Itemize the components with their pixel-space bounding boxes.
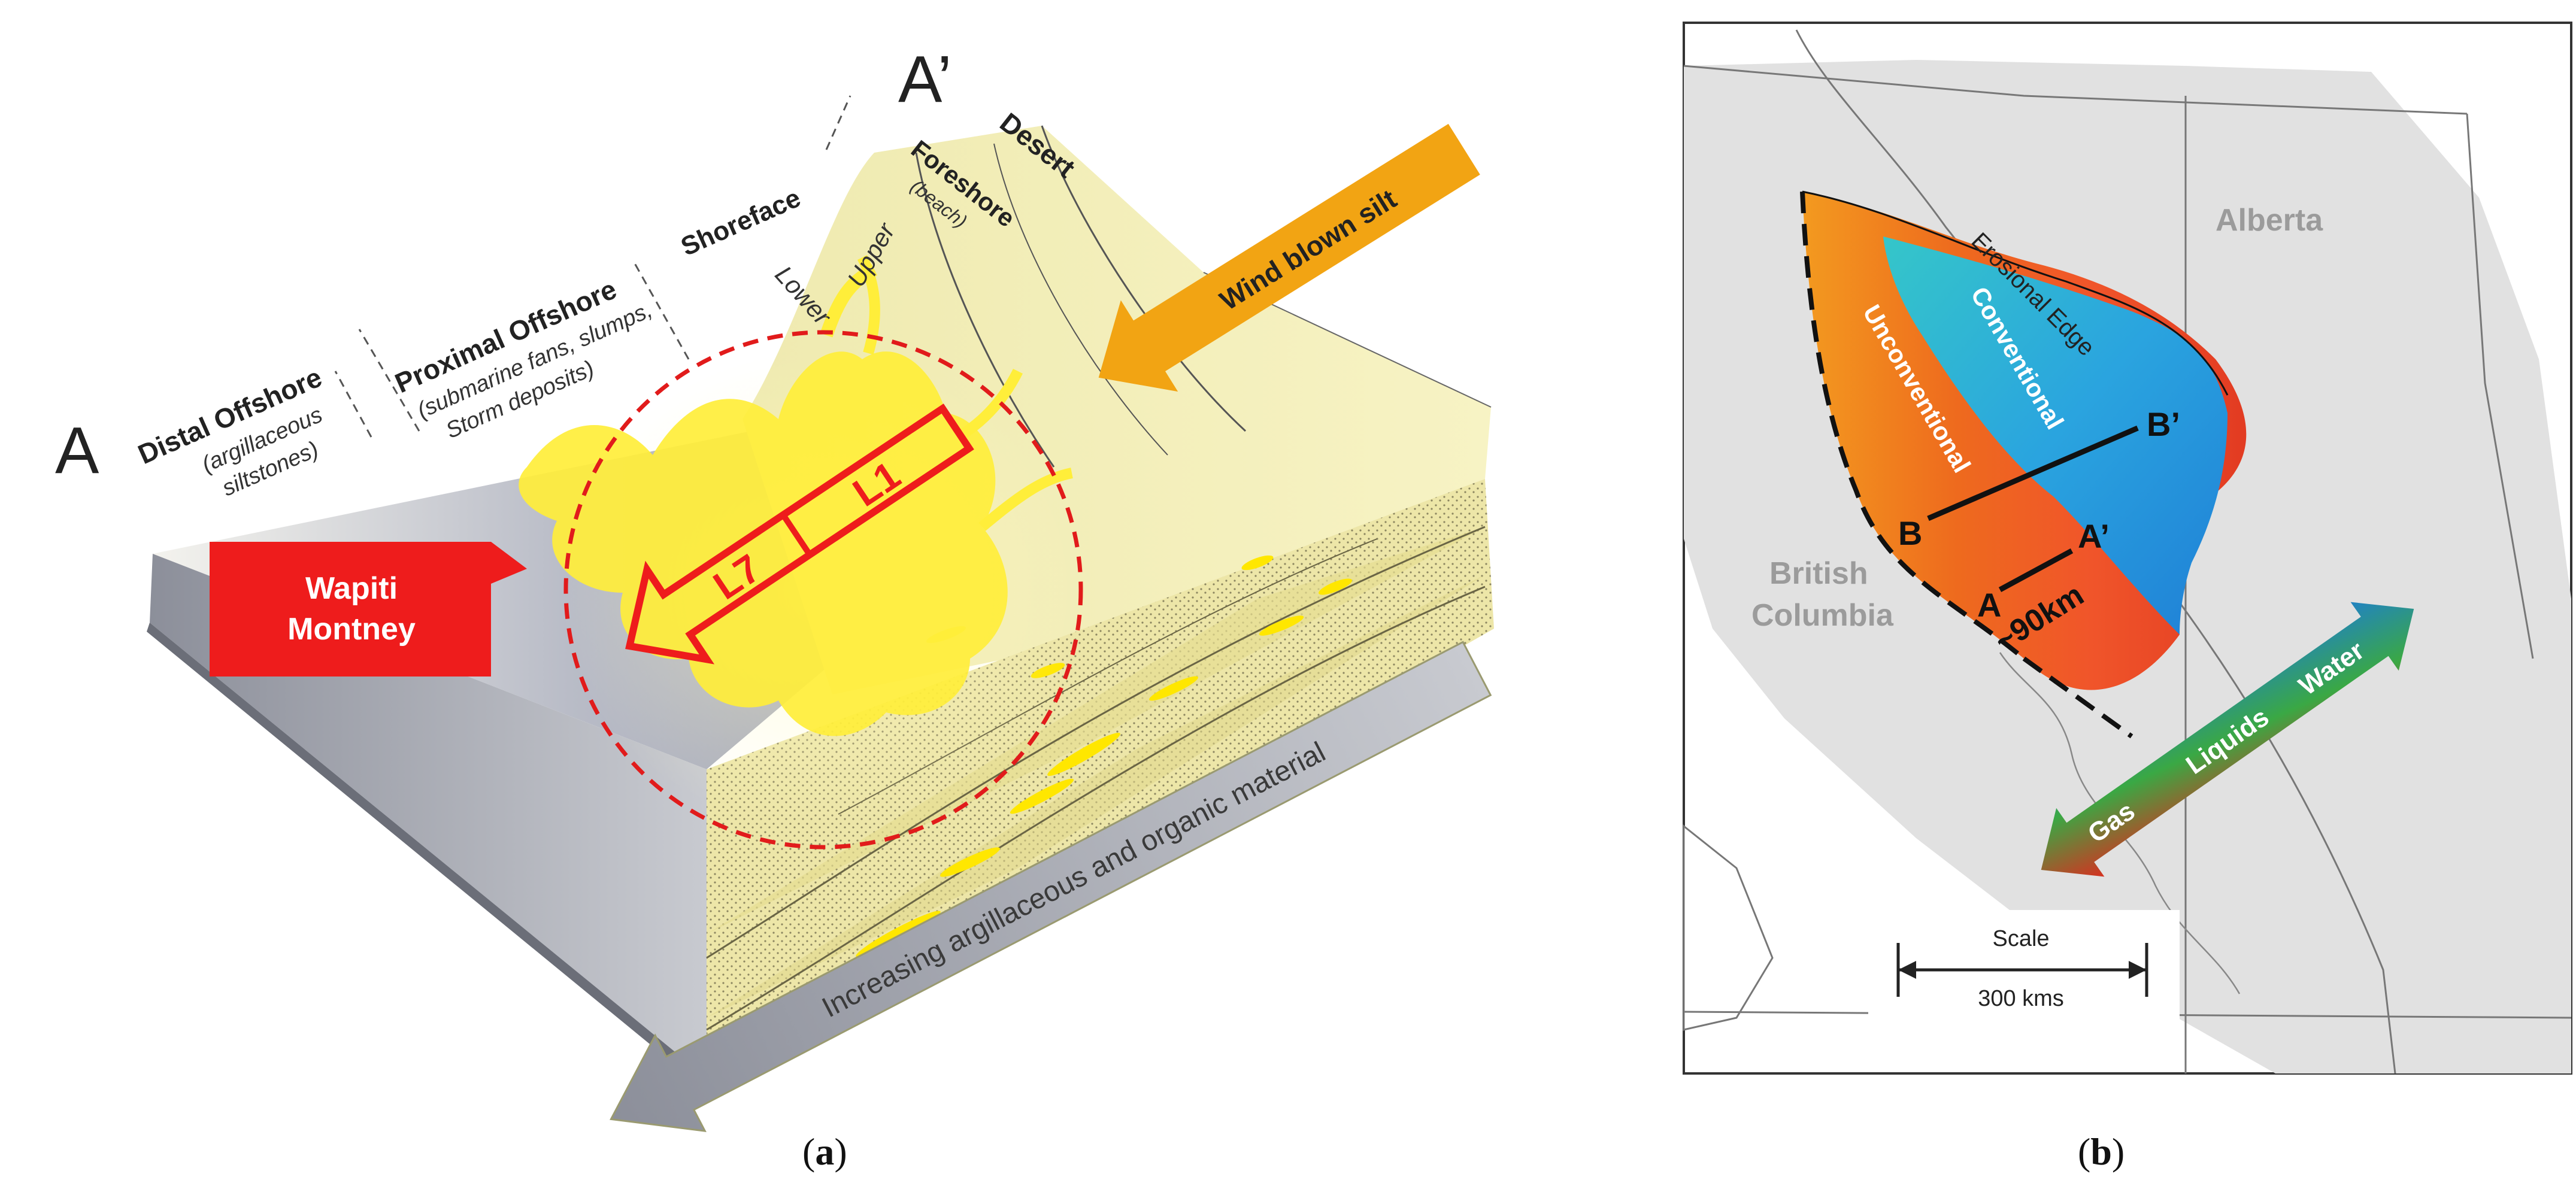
section-line-bb [1927,425,2139,521]
block-bottom [147,623,713,1096]
bottom-arrow-shape [610,641,1492,1133]
scale-value: 300 kms [1978,986,2064,1011]
scale-title: Scale [1992,926,2049,951]
border-right [2466,113,2534,659]
wind-label: Wind blown silt [1214,183,1402,317]
sand-lens [940,847,1000,877]
section-b-label: B [1898,514,1922,552]
basin-dashed-edge [1800,191,2026,661]
alberta-label: Alberta [2216,203,2323,238]
sediment-line-1 [706,526,1486,959]
section-label-a: A [55,414,99,487]
section-a-prime-label: A’ [2078,517,2110,555]
zone-distal-offshore: Distal Offshore (argillaceous siltstones… [134,361,326,501]
wind-arrow-shape [1098,123,1480,392]
scale-bar: Scale 300 kms [1868,910,2180,1024]
shoreface-label: Shoreface [677,183,805,262]
wapiti-callout-box [210,542,527,677]
sand-lens [1319,578,1352,595]
sand-lens [1010,778,1074,814]
zone-divider [634,263,690,360]
fluid-arrow-shape [2041,602,2414,877]
caption-a: (a) [802,1130,847,1173]
zone-divider [334,371,372,438]
section-a-label: A [1977,586,2001,624]
section-b-prime-label: B’ [2147,405,2180,443]
sand-lens [1259,615,1304,636]
sediment-wedge-1 [707,527,1485,934]
caption-a-letter: a [815,1130,834,1173]
panel-b-map: Alberta British Columbia Erosional Edge … [1683,22,2572,1173]
bc-label-2: Columbia [1751,598,1894,633]
coast-white [1683,824,1774,1031]
wapiti-label: Wapiti [305,571,398,606]
sand-lens [1241,555,1274,571]
lateral-arrow-divider [780,513,813,557]
sediment-line-2 [706,586,1486,1031]
sediment-wedge-2 [707,575,1485,1018]
caption-b-close: ) [2112,1130,2125,1173]
sand-lens [1149,676,1198,701]
section-label-a-prime: A’ [898,43,952,116]
zone-divider [825,95,851,150]
panel-a-block-diagram: L7 L1 Wapiti Montney Wind blown silt Inc… [55,43,1494,1173]
caption-a-close: ) [834,1130,847,1173]
fan-channel [955,368,1023,442]
scale-bar-background [1868,910,2180,1024]
border-60n [1683,65,2468,115]
erosional-edge-line [1802,190,2229,396]
front-face-grey [150,554,707,1078]
caption-b: (b) [2078,1130,2125,1173]
caption-a-open: ( [802,1130,815,1173]
basin-dashed-extension [2022,656,2133,739]
fan-channel [857,254,880,355]
study-area-circle [563,330,1083,850]
scale-arrowhead-right [2129,961,2147,979]
conventional-zone [1883,236,2228,635]
sand-lens [856,911,941,957]
desert-line-1 [1041,125,1247,432]
zone-divider [358,329,420,432]
caption-b-open: ( [2078,1130,2090,1173]
sand-lens [1047,732,1120,776]
lateral-arrow-outline [625,404,974,665]
scale-arrowhead-left [1898,961,1916,979]
fan-channel [978,468,1073,531]
bc-label-1: British [1769,556,1868,591]
section-line-aa [1998,548,2074,592]
desert-line-2 [993,143,1168,456]
caption-b-letter: b [2090,1130,2112,1173]
montney-label: Montney [287,612,416,647]
foreshore-line [915,152,1055,468]
